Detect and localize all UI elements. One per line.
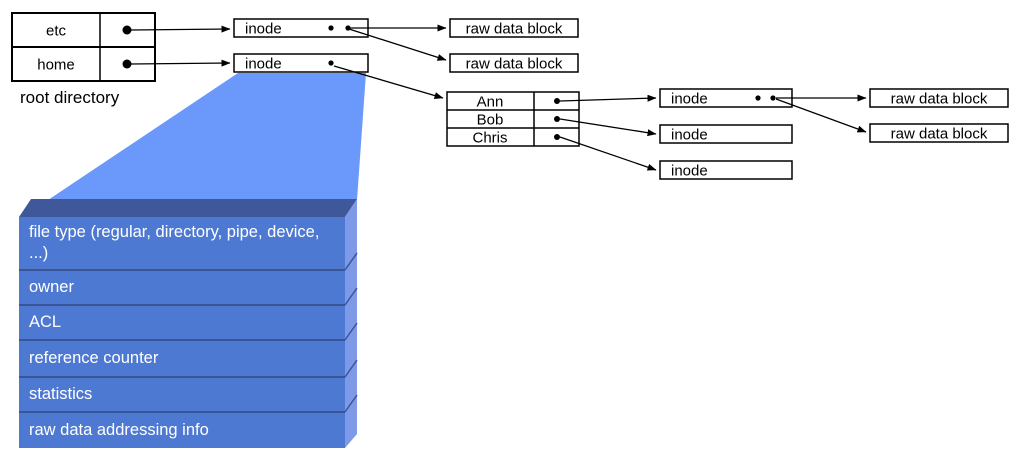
level1-raw-block-boxes xyxy=(449,18,579,73)
pointer-dots xyxy=(122,25,776,140)
root-directory-caption: root directory xyxy=(20,88,120,107)
home-dir-entry-ann: Ann xyxy=(476,93,504,111)
inode-field-file-type: file type (regular, directory, pipe, dev… xyxy=(29,223,320,262)
root-dir-entry-etc: etc xyxy=(45,22,67,40)
chris-pointer-dot xyxy=(554,134,560,140)
bob-pointer-dot xyxy=(554,116,560,122)
arrow-inode3-to-rawblock4 xyxy=(775,98,867,133)
home-pointer-dot xyxy=(122,59,132,69)
inode-field-raw-data-addr: raw data addressing info xyxy=(19,411,345,448)
inode-box-label: inode xyxy=(671,90,708,108)
inode1-dot-a xyxy=(328,25,334,31)
inode-box-label: inode xyxy=(671,162,708,180)
arrow-home-to-inode xyxy=(130,59,231,67)
pointer-arrows xyxy=(130,24,867,171)
home-dir-entry-bob: Bob xyxy=(476,111,504,129)
home-dir-entry-chris: Chris xyxy=(472,129,508,147)
arrow-chris-to-inode xyxy=(559,136,657,171)
arrow-bob-to-inode xyxy=(559,118,657,137)
inode-field-acl: ACL xyxy=(19,304,345,339)
inode-detail-side-dividers xyxy=(344,252,358,413)
inode-box-label: inode xyxy=(245,55,282,73)
inode-detail-block: file type (regular, directory, pipe, dev… xyxy=(19,217,345,448)
inode3-dot-b xyxy=(770,95,776,101)
raw-data-block-label: raw data block xyxy=(890,125,988,143)
root-dir-entry-home: home xyxy=(37,56,75,74)
raw-data-block-label: raw data block xyxy=(465,20,563,38)
inode-field-statistics: statistics xyxy=(19,376,345,411)
inode-detail-top-face xyxy=(19,199,357,217)
inode-box-label: inode xyxy=(245,20,282,38)
funnel-shape xyxy=(48,73,366,200)
inode2-dot xyxy=(328,60,334,66)
inode-detail-side-face xyxy=(345,199,357,448)
etc-pointer-dot xyxy=(122,25,132,35)
raw-data-block-label: raw data block xyxy=(890,90,988,108)
arrow-etc-to-inode xyxy=(130,25,231,33)
root-directory-table xyxy=(11,12,156,82)
inode1-dot-b xyxy=(345,25,351,31)
inode-field-owner: owner xyxy=(19,269,345,304)
arrow-ann-to-inode xyxy=(559,94,657,102)
inode3-dot-a xyxy=(755,95,761,101)
raw-data-block-label: raw data block xyxy=(465,55,563,73)
arrow-inode1-to-rawblock2 xyxy=(348,28,447,61)
arrow-inode2-to-homedir xyxy=(333,65,444,99)
inode-field-reference-counter: reference counter xyxy=(19,339,345,376)
ann-pointer-dot xyxy=(554,98,560,104)
level2-raw-block-boxes xyxy=(869,88,1009,143)
inode-box-label: inode xyxy=(671,126,708,144)
level2-inode-boxes xyxy=(659,88,793,180)
